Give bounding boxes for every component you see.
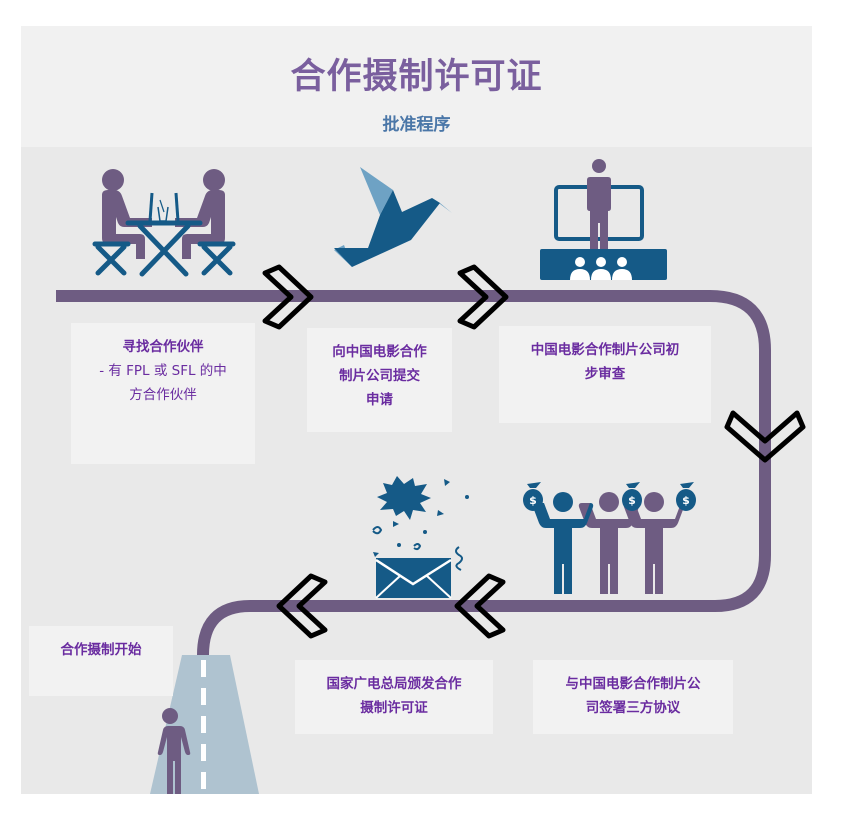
header-band: 合作摄制许可证 批准程序 [21, 26, 812, 147]
svg-text:$: $ [628, 494, 636, 507]
step-3-line1: 中国电影合作制片公司初 [530, 342, 680, 358]
step-2-line1: 向中国电影合作 [332, 344, 427, 360]
step-1-title: 寻找合作伙伴 [122, 339, 204, 355]
meeting-at-table-icon [92, 169, 236, 277]
step-3-line2: 步审查 [584, 366, 626, 382]
origami-bird-icon [334, 167, 452, 267]
step-2-line3: 申请 [366, 392, 393, 408]
presentation-icon [540, 159, 667, 280]
road-walker-icon [150, 655, 259, 794]
step-5-line2: 摄制许可证 [360, 700, 428, 716]
envelope-confetti-icon [372, 476, 469, 599]
step-4-line2: 司签署三方协议 [585, 700, 681, 716]
process-flow-art: $ $ $ [56, 159, 806, 794]
chevron-left-icon [454, 573, 506, 639]
chevron-right-icon [262, 264, 314, 330]
step-5-box: 国家广电总局颁发合作 摄制许可证 [295, 660, 493, 734]
process-track [56, 290, 771, 656]
step-2-line2: 制片公司提交 [339, 368, 420, 384]
celebrating-people-money-icon: $ $ $ [523, 482, 696, 594]
step-3-box: 中国电影合作制片公司初 步审查 [499, 326, 711, 423]
step-6-label: 合作摄制开始 [60, 642, 142, 658]
page-subtitle: 批准程序 [382, 115, 451, 135]
chevron-left-icon [276, 573, 328, 639]
step-1-box: 寻找合作伙伴 - 有 FPL 或 SFL 的中 方合作伙伴 [71, 323, 255, 464]
svg-text:$: $ [529, 494, 537, 507]
step-2-box: 向中国电影合作 制片公司提交 申请 [307, 328, 452, 432]
step-4-box: 与中国电影合作制片公 司签署三方协议 [533, 660, 733, 734]
svg-text:$: $ [682, 494, 690, 507]
step-6-box: 合作摄制开始 [29, 626, 173, 696]
chevron-down-icon [724, 410, 806, 463]
page-title: 合作摄制许可证 [290, 57, 543, 97]
step-5-line1: 国家广电总局颁发合作 [326, 676, 462, 692]
step-1-detail-cont: 方合作伙伴 [129, 387, 197, 403]
step-1-detail: - 有 FPL 或 SFL 的中 [99, 363, 227, 379]
step-4-line1: 与中国电影合作制片公 [565, 676, 701, 692]
infographic-panel: 合作摄制许可证 批准程序 [21, 26, 812, 794]
chevron-right-icon [457, 264, 509, 330]
